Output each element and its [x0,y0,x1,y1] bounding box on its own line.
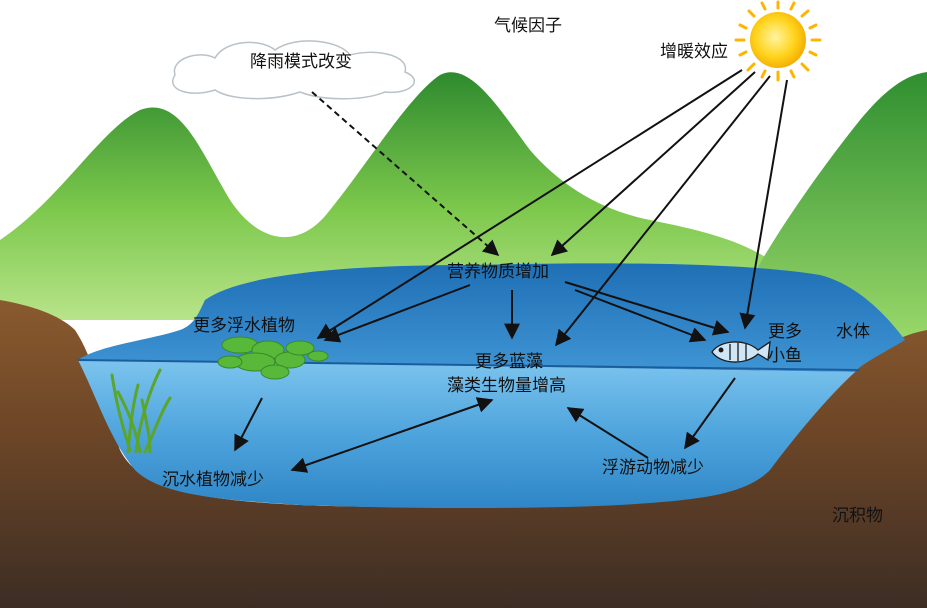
arrow-nutrients-to-fish [564,281,730,336]
sun-icon [734,0,822,82]
water-body-label: 水体 [836,322,870,342]
more-cyanobacteria-label-1: 更多蓝藻 [475,352,543,372]
greenhouse-label: 增暖效应 [660,42,728,62]
arrow-sun-to-algae [555,75,771,347]
fewer-submerged-plants-label: 沉水植物减少 [162,470,264,490]
more-small-fish-label-1: 更多 [768,322,802,342]
nutrient-increase-label: 营养物质增加 [447,262,549,282]
more-cyanobacteria-label-2: 藻类生物量增高 [447,376,566,396]
more-floating-plants-label: 更多浮水植物 [193,316,295,336]
submerged-plant-icon [110,368,172,454]
soil [0,300,927,608]
floating-plant-icon [217,336,329,380]
arrows [234,69,788,473]
fewer-zooplankton-label: 浮游动物减少 [602,458,704,478]
arrow-submerged-algae [290,397,494,473]
arrow-nutrients-to-floating [323,284,471,343]
mountain-left [0,72,770,321]
climate-factor-label: 气候因子 [494,16,562,36]
arrow-nutrients-to-fish-2 [574,289,707,343]
sediment-label: 沉积物 [832,506,883,526]
surface-line [77,359,861,371]
arrow-rain-to-nutrients [311,91,500,257]
arrow-sun-to-nutrients [550,71,756,257]
arrow-sun-to-fish [739,79,788,330]
fish-icon [711,340,771,363]
arrow-floating-to-submerged [234,397,263,452]
arrow-zooplankton-to-algae [566,407,649,459]
arrow-sun-to-floating [316,69,743,339]
arrow-fish-to-zooplankton [684,377,736,450]
cloud-icon [172,40,415,100]
more-small-fish-label-2: 小鱼 [768,346,802,366]
lake-surface [78,263,905,372]
rain-change-label: 降雨模式改变 [250,52,352,72]
